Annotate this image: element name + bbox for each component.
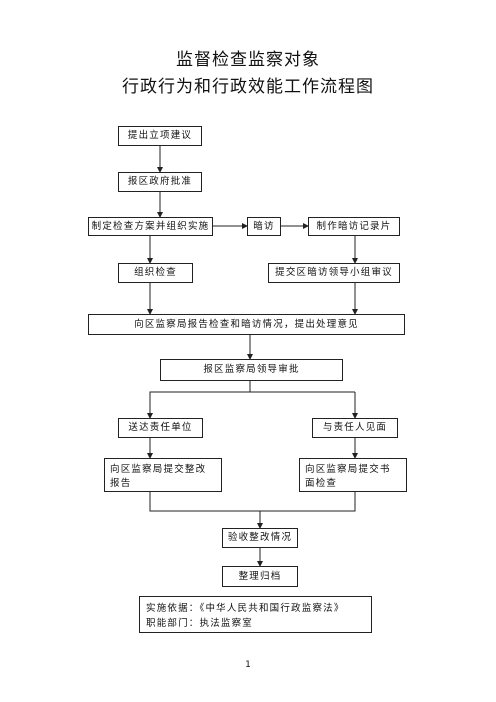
step-send-unit: 送达责任单位 [118, 418, 203, 438]
basis-law: 实施依据：《中华人民共和国行政监察法》 [146, 603, 345, 614]
step-report-bureau: 向区监察局报告检查和暗访情况，提出处理意见 [88, 314, 405, 335]
branch-approval-to-outcomes [147, 381, 251, 419]
step-propose: 提出立项建议 [118, 126, 202, 146]
document-title-line-1: 监督检查监察对象 [176, 50, 320, 70]
step-make-record: 制作暗访记录片 [308, 217, 400, 236]
step-secret-visit: 暗访 [247, 217, 281, 236]
step-submit-review: 提交区暗访领导小组审议 [268, 263, 400, 283]
step-verify-rectify: 验收整改情况 [222, 528, 298, 548]
step-report-government: 报区政府批准 [118, 172, 202, 192]
basis-department: 职能部门：执法监察室 [146, 618, 254, 629]
implementation-basis: 实施依据：《中华人民共和国行政监察法》 职能部门：执法监察室 [139, 596, 372, 633]
step-make-plan: 制定检查方案并组织实施 [88, 217, 213, 236]
page-number: 1 [245, 660, 251, 670]
step-bureau-approval: 报区监察局领导审批 [160, 359, 343, 381]
step-written-check: 向区监察局提交书面检查 [299, 458, 407, 492]
step-rectify-report: 向区监察局提交整改报告 [104, 458, 222, 492]
step-meet-person: 与责任人见面 [312, 418, 398, 438]
document-title-line-2: 行政行为和行政效能工作流程图 [122, 77, 374, 97]
step-archive: 整理归档 [222, 566, 298, 587]
merge-to-verify [149, 492, 263, 529]
step-organize-check: 组织检查 [118, 263, 193, 283]
